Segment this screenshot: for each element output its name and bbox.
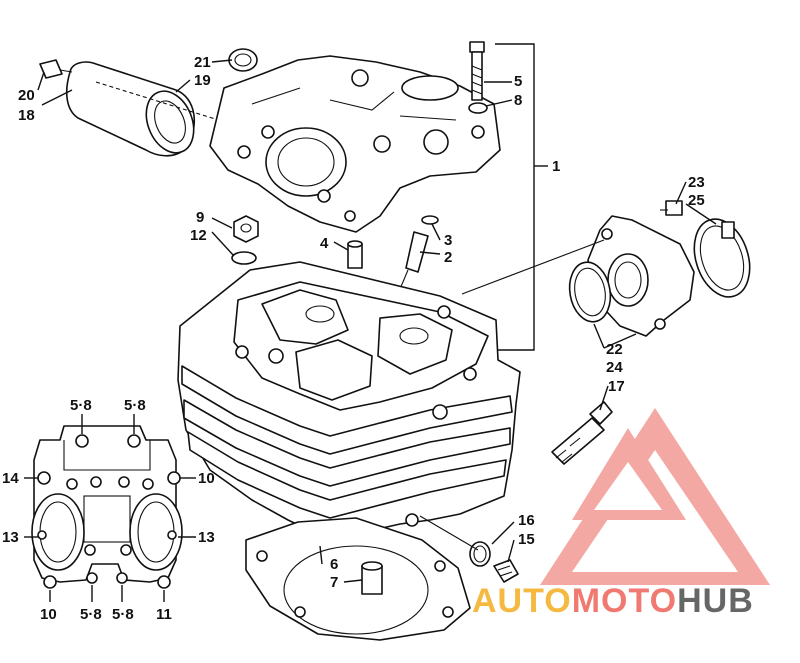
head-gasket-6 xyxy=(245,517,471,641)
spark-plug-17 xyxy=(551,401,613,465)
valve-cover xyxy=(209,55,501,233)
inset-callout-5-8-top-right: 5·8 xyxy=(124,397,146,414)
callout-25: 25 xyxy=(688,192,705,209)
watermark-auto: AUTO xyxy=(472,582,572,620)
o-ring-21 xyxy=(228,48,258,72)
bracket-1 xyxy=(495,43,548,351)
watermark-hub: HUB xyxy=(677,582,754,620)
dowel-4 xyxy=(347,240,363,269)
inset-callout-5-8-top-left: 5·8 xyxy=(70,397,92,414)
inset-leaders xyxy=(24,414,196,602)
callout-19: 19 xyxy=(194,72,211,89)
inset-callout-10-right: 10 xyxy=(198,470,215,487)
plug-axis-line xyxy=(419,515,479,551)
callout-1: 1 xyxy=(552,158,560,175)
callout-23: 23 xyxy=(688,174,705,191)
callout-5: 5 xyxy=(514,73,522,90)
callout-20: 20 xyxy=(18,87,35,104)
inset-callout-13-right: 13 xyxy=(198,529,215,546)
bolt-5 xyxy=(468,41,488,114)
hose-clamp-25 xyxy=(693,218,751,298)
callout-17: 17 xyxy=(608,378,625,395)
callout-24: 24 xyxy=(606,359,623,376)
breather-cap xyxy=(39,59,271,157)
inset-callout-5-8-bottom-right: 5·8 xyxy=(112,606,134,623)
callout-8: 8 xyxy=(514,92,522,109)
inset-callout-11: 11 xyxy=(156,606,172,623)
cylinder-head xyxy=(177,261,521,541)
callout-15: 15 xyxy=(518,531,535,548)
drain-plug-15 xyxy=(469,541,519,583)
callout-16: 16 xyxy=(518,512,535,529)
inset-callout-13-left: 13 xyxy=(2,529,19,546)
callout-labels: 20 18 21 19 5 8 1 23 25 9 12 4 3 2 22 24… xyxy=(2,54,705,623)
callout-12: 12 xyxy=(190,227,207,244)
callout-21: 21 xyxy=(194,54,211,71)
callout-2: 2 xyxy=(444,249,452,266)
inset-callout-14: 14 xyxy=(2,470,19,487)
callout-22: 22 xyxy=(606,341,623,358)
watermark-text: AUTOMOTOHUB xyxy=(472,582,754,620)
cylinder-head-bottom-view xyxy=(31,425,183,589)
watermark-moto: MOTO xyxy=(572,582,677,620)
inset-callout-5-8-bottom-left: 5·8 xyxy=(80,606,102,623)
callout-6: 6 xyxy=(330,556,338,573)
watermark-logo-icon xyxy=(540,408,770,585)
inset-callout-10-bottom: 10 xyxy=(40,606,57,623)
callout-7: 7 xyxy=(330,574,338,591)
callout-9: 9 xyxy=(196,209,204,226)
callout-18: 18 xyxy=(18,107,35,124)
callout-4: 4 xyxy=(320,235,329,252)
intake-boot xyxy=(568,215,695,337)
nut-9 xyxy=(231,215,259,265)
leader-lines xyxy=(37,59,717,583)
screw-23 xyxy=(660,200,683,216)
callout-3: 3 xyxy=(444,232,452,249)
